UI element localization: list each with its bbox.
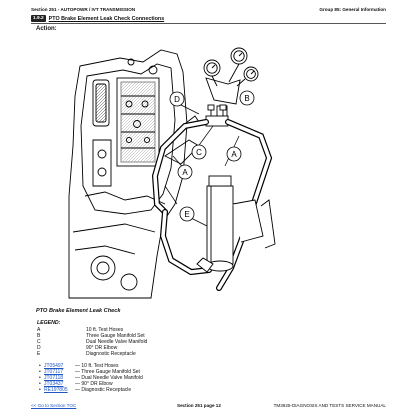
section-toc-link[interactable]: << Go to Section TOC — [31, 403, 77, 408]
bullet-icon: • — [39, 374, 41, 381]
bullet-icon: • — [39, 380, 41, 387]
callout-a-upper-label: A — [231, 150, 237, 159]
callout-e-label: E — [184, 210, 189, 219]
leak-check-figure: A A B C D E — [65, 36, 329, 301]
page-number: Section 251 page 12 — [177, 403, 221, 408]
callout-e: E — [179, 206, 195, 222]
legend-key: C — [37, 338, 41, 345]
legend-label: 10 ft. Test Hoses — [86, 327, 124, 333]
legend-key: D — [37, 344, 41, 351]
tool-description: — Three Gauge Manifold Set — [75, 368, 140, 375]
divider — [31, 23, 386, 24]
gauge-manifold — [203, 47, 259, 121]
action-label: Action: — [36, 26, 57, 32]
legend-key: B — [37, 332, 41, 339]
callout-c-label: C — [196, 148, 202, 157]
callout-a-lower: A — [177, 164, 193, 180]
callout-b: B — [239, 90, 255, 106]
callout-c: C — [191, 144, 207, 160]
section-title: 1.9.2 PTO Brake Element Leak Check Conne… — [31, 14, 386, 23]
callout-d-label: D — [174, 95, 180, 104]
tool-description: — Dual Needle Valve Manifold — [75, 374, 143, 381]
legend-label: 90° DR Elbow — [86, 344, 118, 351]
callout-a-upper: A — [226, 146, 242, 162]
tool-description: — 90° DR Elbow — [75, 380, 113, 387]
tool-number-link[interactable]: JT07117 — [44, 368, 64, 375]
section-title-text: PTO Brake Element Leak Check Connections — [48, 15, 165, 22]
bullet-icon: • — [39, 368, 41, 375]
section-number-badge: 1.9.2 — [31, 15, 46, 22]
tool-number-link[interactable]: JT03437 — [44, 380, 64, 387]
page-footer: << Go to Section TOC Section 251 page 12… — [31, 402, 386, 410]
tool-number-link[interactable]: JT07118 — [44, 374, 64, 381]
tool-number-link[interactable]: RE19?805 — [44, 386, 68, 393]
figure-caption: PTO Brake Element Leak Check — [36, 308, 121, 314]
transmission-housing — [68, 49, 200, 299]
callout-a-lower-label: A — [182, 168, 188, 177]
legend-label: Dual Needle Valve Manifold — [86, 338, 148, 345]
callout-b-label: B — [244, 94, 249, 103]
figure-drawing: A A B C D E — [68, 47, 276, 299]
header-left: Section 251 - AUTOPOWR / IVT TRANSMISSIO… — [31, 7, 136, 12]
bullet-icon: • — [39, 386, 41, 393]
manual-title: TM3925-DIAGNOSIS AND TESTS SERVICE MANUA… — [273, 403, 386, 408]
legend-label: Diagnostic Receptacle — [86, 350, 136, 357]
bullet-icon: • — [39, 363, 41, 369]
tool-number-link[interactable]: JT05497 — [44, 363, 64, 369]
page-header: Section 251 - AUTOPOWR / IVT TRANSMISSIO… — [31, 6, 386, 14]
legend-key: A — [37, 327, 41, 333]
receptacle-assembly — [196, 175, 276, 273]
tool-description: — Diagnostic Receptacle — [75, 386, 132, 393]
legend-label: Three Gauge Manifold Set — [86, 332, 145, 339]
callout-d: D — [169, 91, 185, 107]
legend-title: LEGEND: — [37, 320, 61, 326]
header-right: Group 85: General Information — [319, 7, 386, 12]
legend-key: E — [37, 350, 41, 357]
tool-description: — 10 ft. Test Hoses — [75, 363, 119, 369]
